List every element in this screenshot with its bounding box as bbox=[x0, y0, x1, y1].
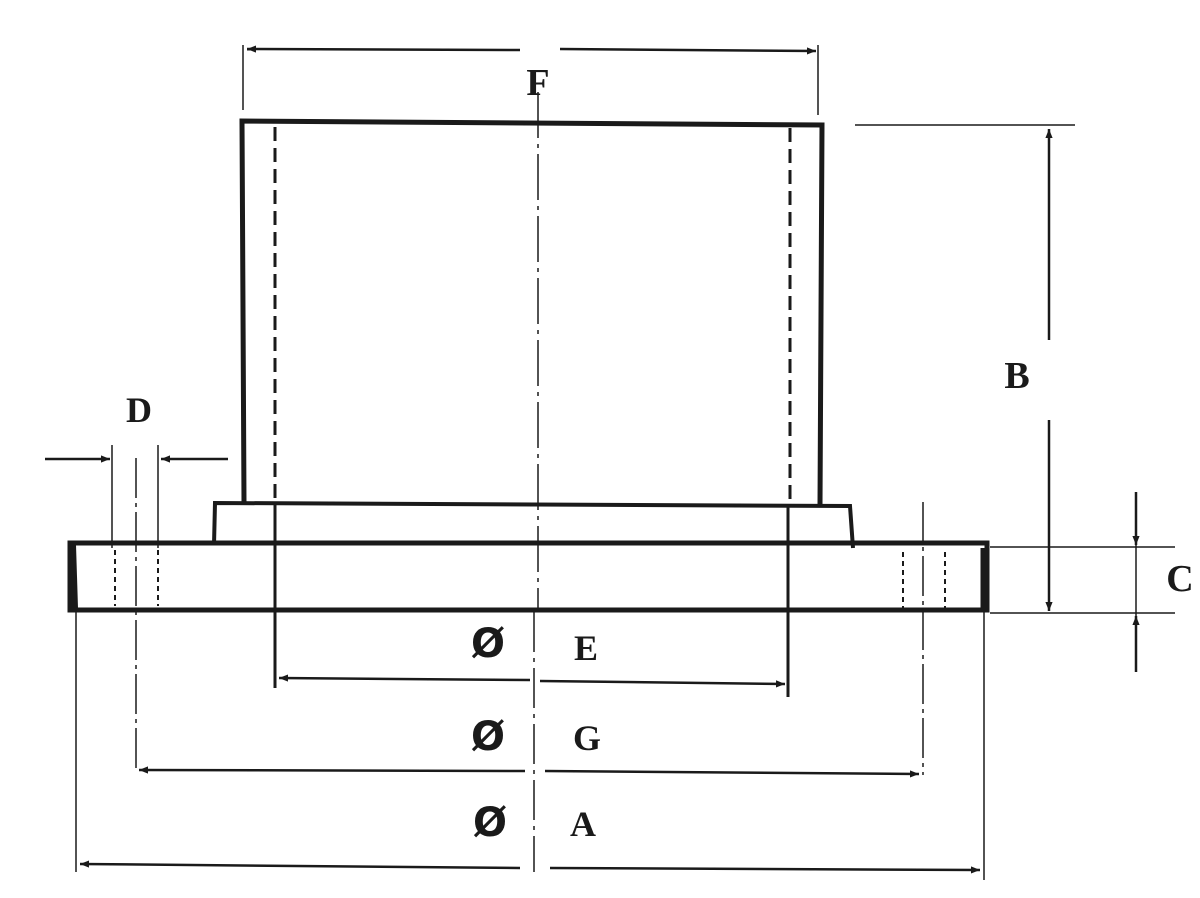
dim-f-arrow-left bbox=[246, 45, 521, 53]
pipe-outline bbox=[239, 118, 825, 506]
dimension-labels: F B C D Ø E Ø G Ø A bbox=[126, 62, 1194, 846]
flange-left-end-thick bbox=[68, 544, 78, 609]
label-c: C bbox=[1166, 558, 1193, 600]
dimension-lines bbox=[45, 45, 1140, 874]
dim-g-arrow-left bbox=[138, 766, 526, 774]
label-g: G bbox=[573, 718, 601, 758]
diameter-symbol-e: Ø bbox=[471, 621, 505, 667]
label-f: F bbox=[526, 62, 549, 104]
label-d: D bbox=[126, 390, 152, 430]
dim-a-arrow-right bbox=[549, 866, 981, 874]
dim-e-arrow-right bbox=[539, 679, 786, 688]
diameter-symbol-g: Ø bbox=[471, 714, 505, 760]
diameter-symbol-a: Ø bbox=[473, 800, 507, 846]
flange-plate-outline bbox=[67, 540, 990, 613]
label-a: A bbox=[570, 804, 596, 844]
flange-plate bbox=[67, 503, 990, 697]
label-b: B bbox=[1004, 355, 1029, 397]
hub-ring bbox=[212, 500, 855, 549]
extension-lines bbox=[75, 45, 1175, 880]
dim-e-arrow-left bbox=[278, 674, 531, 682]
dim-a-arrow-left bbox=[79, 860, 521, 870]
label-e: E bbox=[574, 628, 598, 668]
pipe-stub bbox=[239, 118, 825, 506]
dim-g-arrow-right bbox=[544, 769, 920, 778]
dim-f-arrow-right bbox=[559, 47, 817, 55]
center-lines bbox=[135, 92, 924, 872]
